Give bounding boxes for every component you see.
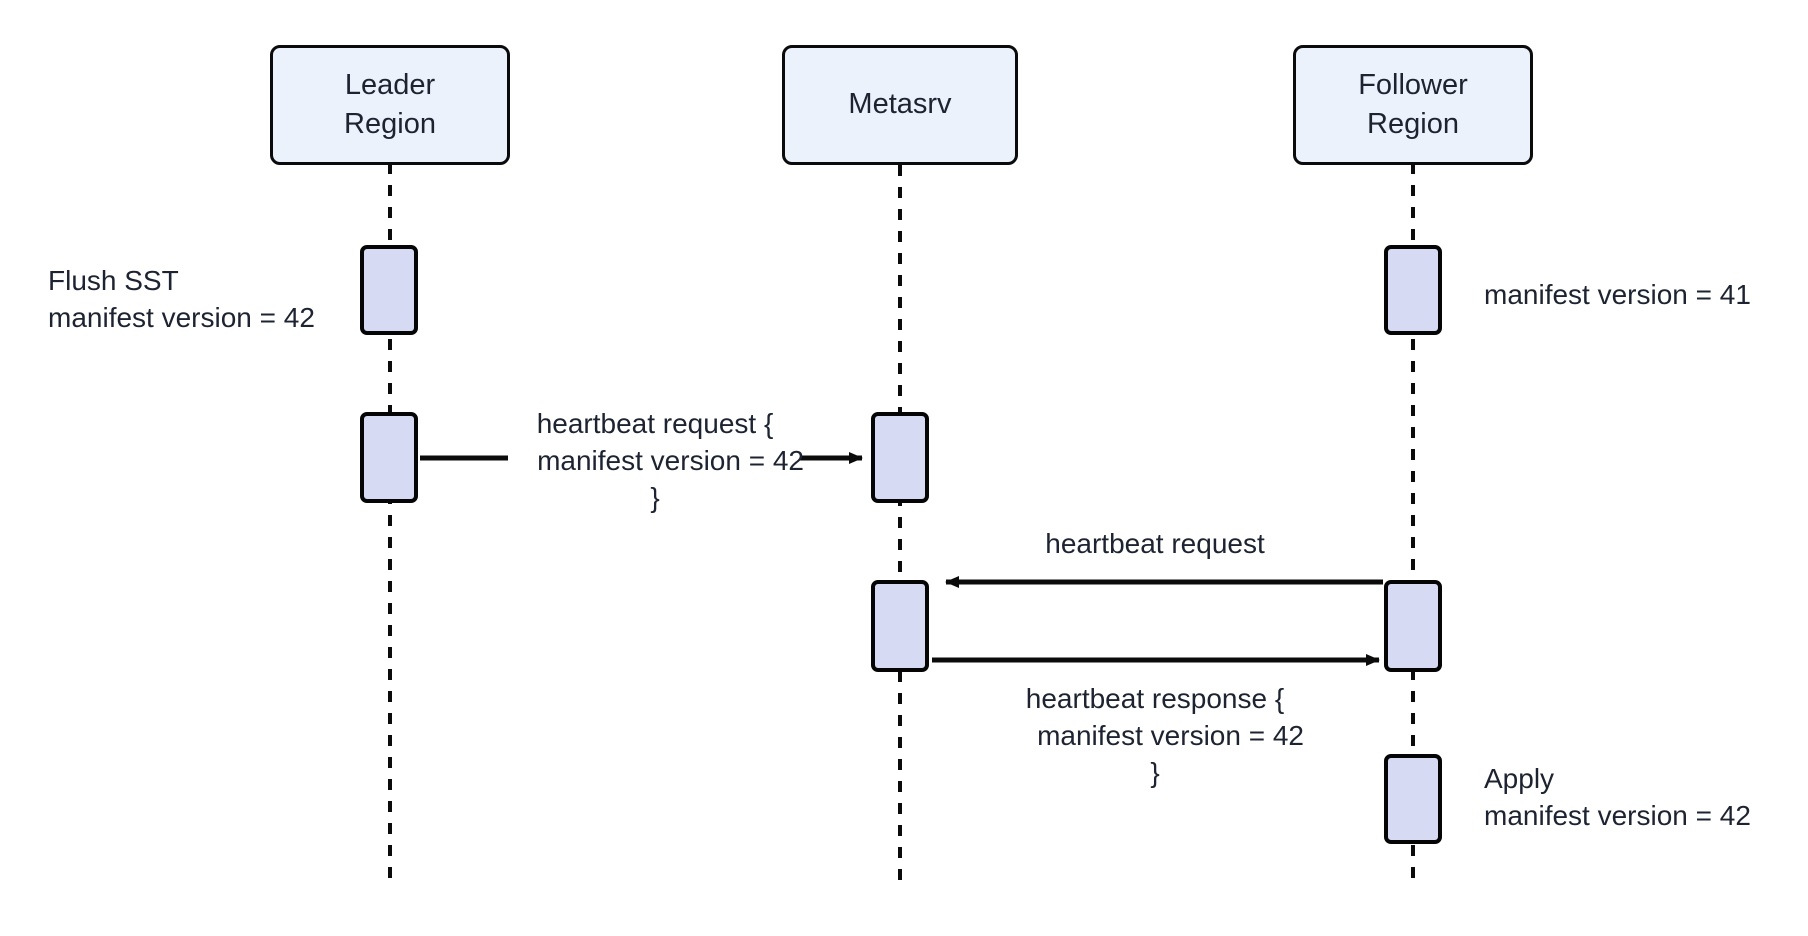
label-heartbeat-request-follower: heartbeat request: [1045, 528, 1265, 559]
note-apply-manifest-version: Apply manifest version = 42: [1484, 763, 1751, 832]
activation-leader-heartbeat: [360, 412, 418, 503]
participant-leader-region[interactable]: Leader Region: [270, 45, 510, 165]
label-heartbeat-response: heartbeat response { manifest version = …: [1025, 683, 1305, 789]
participant-follower-region[interactable]: Follower Region: [1293, 45, 1533, 165]
note-flush-sst: Flush SST manifest version = 42: [48, 265, 315, 334]
activation-leader-flush: [360, 245, 418, 335]
label-heartbeat-request-leader: heartbeat request { manifest version = 4…: [536, 408, 805, 514]
activation-follower-exchange: [1384, 580, 1442, 672]
activation-metasrv-recv: [871, 412, 929, 503]
activation-follower-initial: [1384, 245, 1442, 335]
activation-metasrv-exchange: [871, 580, 929, 672]
participant-metasrv[interactable]: Metasrv: [782, 45, 1018, 165]
activation-follower-apply: [1384, 754, 1442, 844]
note-follower-manifest-version: manifest version = 41: [1484, 279, 1751, 310]
